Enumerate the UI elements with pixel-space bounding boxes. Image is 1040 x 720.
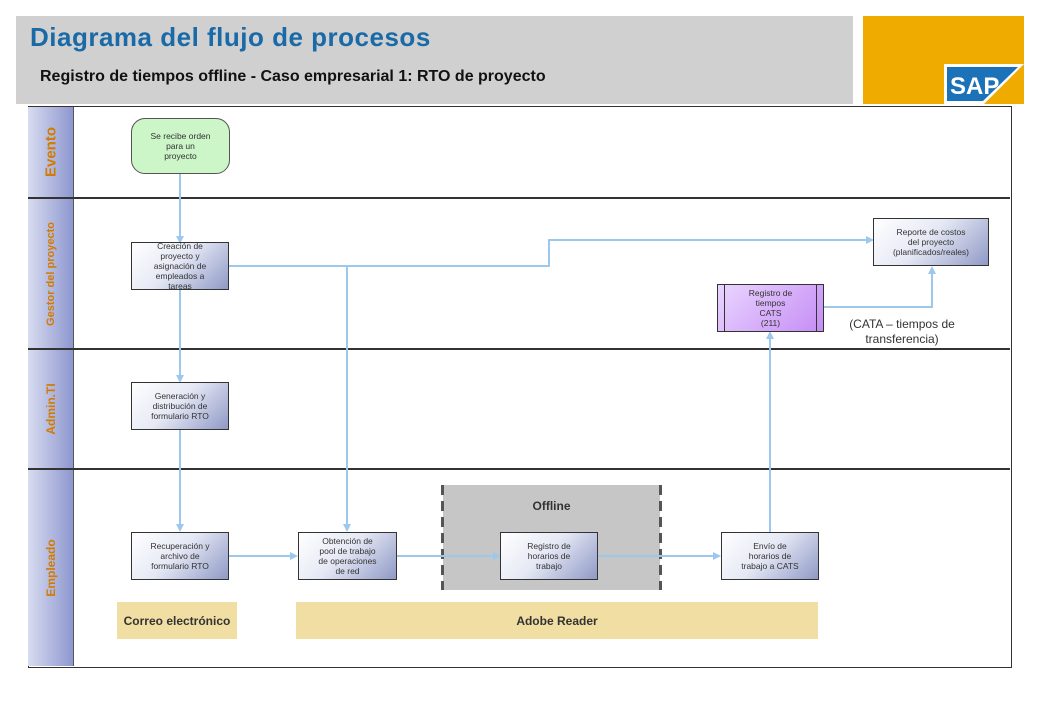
lane-divider (29, 348, 1010, 350)
offline-dashed-border (441, 485, 444, 590)
node-generacion: Generación y distribución de formulario … (131, 382, 229, 430)
offline-dashed-border (659, 485, 662, 590)
page-subtitle: Registro de tiempos offline - Caso empre… (40, 68, 546, 85)
tool-adobe: Adobe Reader (296, 602, 818, 639)
node-creacion: Creación de proyecto y asignación de emp… (131, 241, 229, 291)
lane-gestor: Gestor del proyecto (28, 199, 74, 348)
event-orden: Se recibe orden para un proyecto (131, 118, 230, 174)
lane-admin: Admin.TI (28, 350, 74, 468)
offline-label: Offline (532, 499, 571, 513)
tool-correo: Correo electrónico (117, 602, 237, 639)
sap-logo-icon: SAP (944, 64, 1024, 104)
lane-divider (29, 468, 1010, 470)
node-recuperacion: Recuperación y archivo de formulario RTO (131, 532, 229, 580)
arrow-creacion-reporte (347, 236, 874, 267)
node-cats: Registro de tiempos CATS (211) (717, 284, 824, 332)
page-title: Diagrama del flujo de procesos (30, 22, 431, 52)
annotation-cata: (CATA – tiempos de transferencia) (849, 317, 955, 346)
node-reporte: Reporte de costos del proyecto (planific… (873, 218, 989, 266)
arrow-cats-reporte (824, 266, 936, 308)
header-banner: Diagrama del flujo de procesos Registro … (16, 16, 853, 104)
arrow-creacion-obtencion (229, 265, 351, 532)
node-envio: Envío de horarios de trabajo a CATS (721, 532, 819, 580)
node-obtencion: Obtención de pool de trabajo de operacio… (298, 532, 397, 580)
logo-panel: SAP (863, 16, 1024, 104)
lane-empleado: Empleado (28, 470, 74, 666)
node-registro: Registro de horarios de trabajo (500, 532, 598, 580)
sap-logo-text: SAP (950, 73, 999, 100)
lane-divider (29, 197, 1010, 199)
lane-evento: Evento (28, 107, 74, 197)
